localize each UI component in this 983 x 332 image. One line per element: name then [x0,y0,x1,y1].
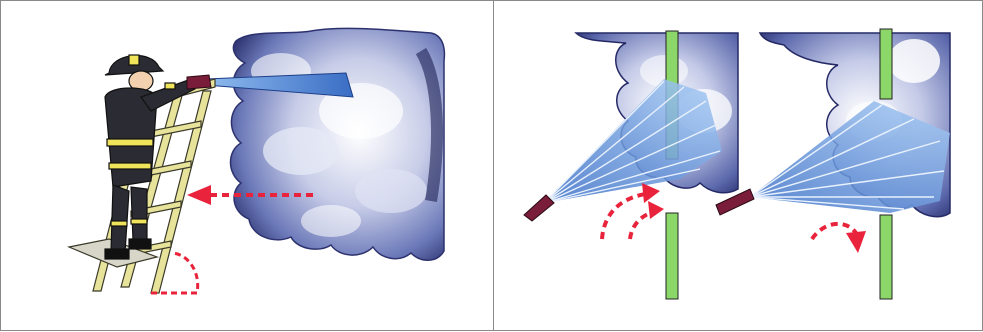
spray-scene-1 [524,31,738,299]
firefighter-icon [105,55,195,259]
window-frame-icon [880,29,892,99]
nozzle-icon [187,75,211,89]
rotation-arrow-icon [602,183,664,239]
left-scene [1,1,495,332]
left-panel [0,0,494,331]
smoke-cloud-icon [231,28,445,260]
spray-scene-2 [716,29,950,299]
right-scene [494,1,983,332]
nozzle-icon [524,195,554,221]
rotation-arrow-icon [812,224,866,253]
right-panel [493,0,983,331]
